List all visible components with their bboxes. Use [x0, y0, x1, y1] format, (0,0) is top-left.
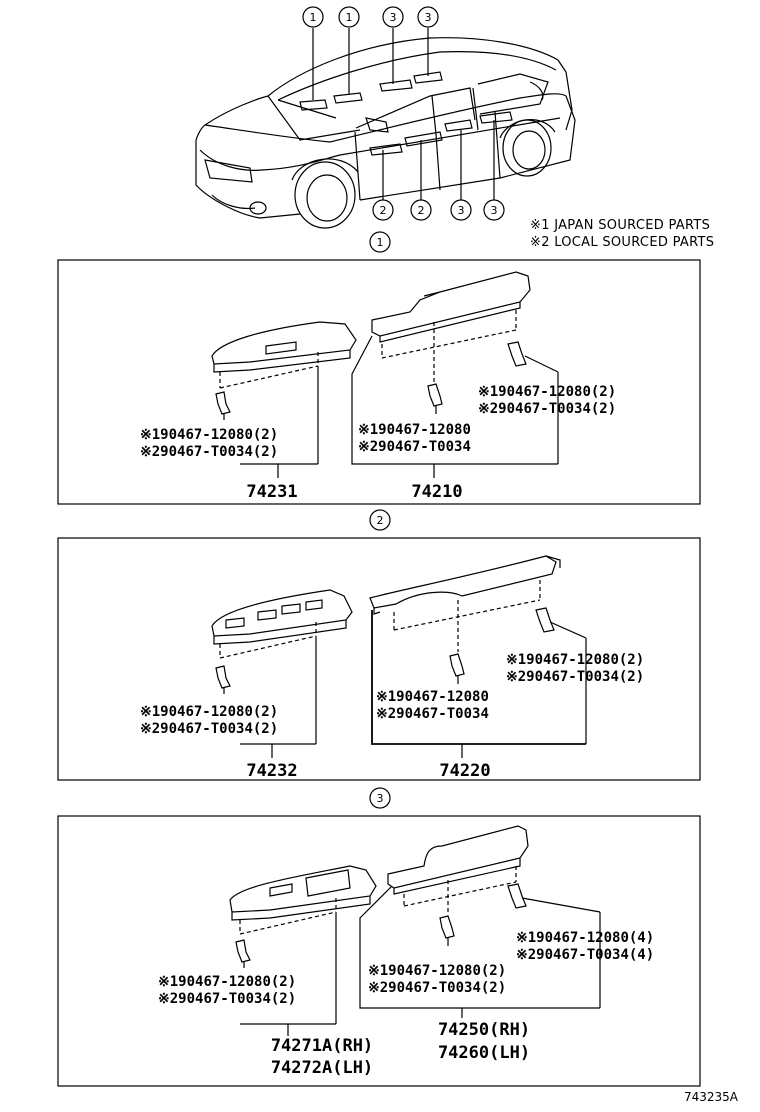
panel-2-frame	[57, 537, 701, 781]
part-label: ※290467-T0034(4)	[516, 947, 654, 963]
svg-text:2: 2	[380, 204, 387, 217]
part-label: ※190467-12080(2)	[506, 652, 644, 668]
part-label: ※290467-T0034(2)	[478, 401, 616, 417]
svg-text:2: 2	[418, 204, 425, 217]
callout-circle: 1	[302, 6, 324, 28]
callout-circle: 1	[338, 6, 360, 28]
svg-text:2: 2	[377, 514, 384, 527]
part-label: ※190467-12080(2)	[158, 974, 296, 990]
panel-2-labels: ※190467-12080(2) ※290467-T0034(2) ※19046…	[140, 652, 644, 781]
assembly-number: 74250(RH)	[438, 1020, 530, 1040]
callout-circle: 3	[417, 6, 439, 28]
panel-3-drawing	[229, 825, 601, 1036]
part-label: ※190467-12080(4)	[516, 930, 654, 946]
svg-text:3: 3	[425, 11, 432, 24]
part-label: ※190467-12080(2)	[140, 427, 278, 443]
svg-text:1: 1	[377, 236, 384, 249]
section-callout-1: 1	[369, 231, 391, 253]
part-label: ※290467-T0034(2)	[140, 721, 278, 737]
assembly-number: 74210	[411, 482, 462, 502]
svg-text:3: 3	[390, 11, 397, 24]
part-label: ※290467-T0034(2)	[368, 980, 506, 996]
panel-1-frame	[57, 259, 701, 505]
assembly-number: 74260(LH)	[438, 1043, 530, 1063]
callout-circle: 3	[450, 199, 472, 221]
svg-text:1: 1	[310, 11, 317, 24]
part-label: ※190467-12080(2)	[368, 963, 506, 979]
part-label: ※290467-T0034(2)	[158, 991, 296, 1007]
panel-3-frame	[57, 815, 701, 1087]
part-label: ※190467-12080	[376, 689, 489, 705]
note-japan-sourced: ※1 JAPAN SOURCED PARTS	[530, 218, 711, 233]
figure-code: 743235A	[684, 1090, 739, 1104]
part-label: ※290467-T0034	[358, 439, 471, 455]
assembly-number: 74272A(LH)	[271, 1058, 373, 1078]
assembly-number: 74271A(RH)	[271, 1036, 373, 1056]
car-illustration	[195, 28, 576, 229]
panel-3-labels: ※190467-12080(2) ※290467-T0034(2) ※19046…	[158, 930, 654, 1078]
svg-text:3: 3	[377, 792, 384, 805]
part-label: ※290467-T0034(2)	[506, 669, 644, 685]
section-callout-3: 3	[369, 787, 391, 809]
svg-text:3: 3	[458, 204, 465, 217]
callout-circle: 2	[372, 199, 394, 221]
svg-text:1: 1	[346, 11, 353, 24]
note-local-sourced: ※2 LOCAL SOURCED PARTS	[530, 235, 715, 250]
part-label: ※190467-12080	[358, 422, 471, 438]
assembly-number: 74231	[246, 482, 297, 502]
part-label: ※290467-T0034(2)	[140, 444, 278, 460]
section-callout-2: 2	[369, 509, 391, 531]
panel-1-drawing	[211, 271, 559, 478]
callout-circle: 3	[483, 199, 505, 221]
car-callouts: 1 1 3 3 2 2 3 3	[302, 6, 505, 221]
callout-circle: 2	[410, 199, 432, 221]
callout-circle: 3	[382, 6, 404, 28]
panel-1-labels: ※190467-12080(2) ※290467-T0034(2) ※19046…	[140, 384, 616, 502]
assembly-number: 74220	[439, 761, 490, 781]
assembly-number: 74232	[246, 761, 297, 781]
panel-2-drawing	[211, 555, 587, 758]
svg-text:3: 3	[491, 204, 498, 217]
part-label: ※190467-12080(2)	[140, 704, 278, 720]
part-label: ※290467-T0034	[376, 706, 489, 722]
part-label: ※190467-12080(2)	[478, 384, 616, 400]
